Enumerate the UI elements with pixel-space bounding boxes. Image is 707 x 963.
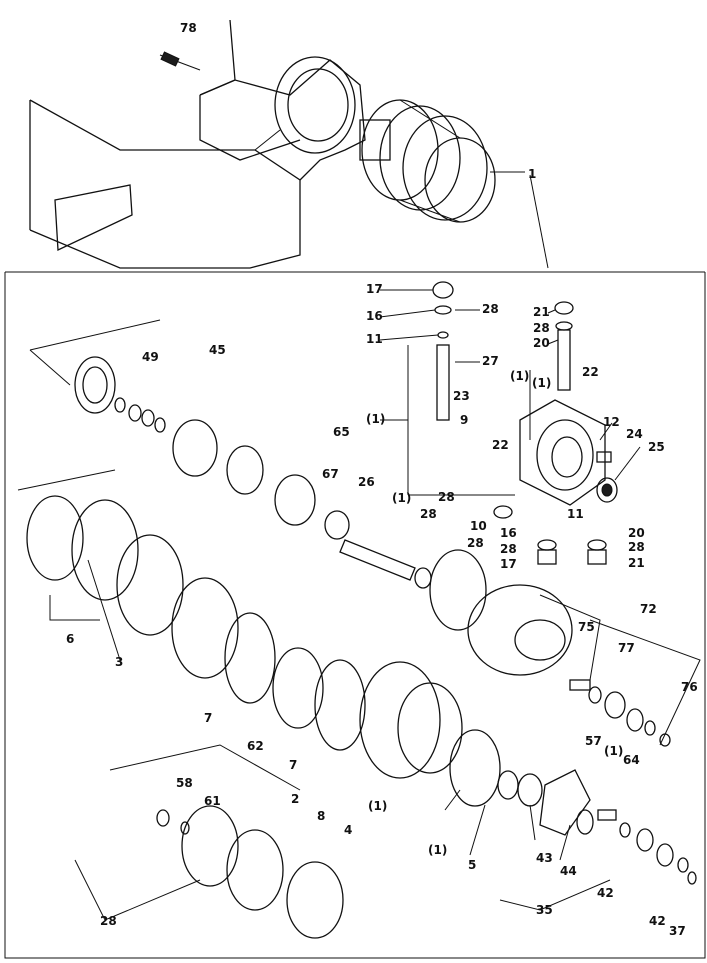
callout-57: 57 — [585, 734, 602, 748]
leader-lines — [17, 289, 701, 921]
valve-block — [519, 399, 618, 506]
travel-motor-assembly — [359, 99, 525, 223]
callout-42: 42 — [597, 886, 614, 900]
callout-26: 26 — [358, 475, 375, 489]
callout-8: 8 — [317, 809, 325, 823]
callout-3: 3 — [115, 655, 123, 669]
callout-67: 67 — [322, 467, 339, 481]
callout-28: 28 — [533, 321, 550, 335]
callout-7: 7 — [204, 711, 212, 725]
callout-6: 6 — [66, 632, 74, 646]
plug-assembly — [493, 505, 607, 565]
callout-27: 27 — [482, 354, 499, 368]
callout-28: 28 — [420, 507, 437, 521]
callout-1-paren: (1) — [366, 412, 385, 426]
callout-24: 24 — [626, 427, 643, 441]
callout-2: 2 — [291, 792, 299, 806]
callout-44: 44 — [560, 864, 577, 878]
callout-20: 20 — [628, 526, 645, 540]
callout-65: 65 — [333, 425, 350, 439]
callout-62: 62 — [247, 739, 264, 753]
callout-28: 28 — [628, 540, 645, 554]
callout-37: 37 — [669, 924, 686, 938]
callout-42: 42 — [649, 914, 666, 928]
callout-21: 21 — [628, 556, 645, 570]
callout-12: 12 — [603, 415, 620, 429]
callout-9: 9 — [460, 413, 468, 427]
callout-21: 21 — [533, 305, 550, 319]
seal-rings — [26, 495, 366, 751]
callout-17: 17 — [500, 557, 517, 571]
callout-43: 43 — [536, 851, 553, 865]
callout-1-paren: (1) — [532, 376, 551, 390]
rotary-group — [74, 356, 350, 540]
callout-1-paren: (1) — [368, 799, 387, 813]
callout-58: 58 — [176, 776, 193, 790]
output-shaft — [339, 539, 487, 631]
callout-20: 20 — [533, 336, 550, 350]
callout-1-paren: (1) — [428, 843, 447, 857]
callout-16: 16 — [366, 309, 383, 323]
callout-16: 16 — [500, 526, 517, 540]
callout-77: 77 — [618, 641, 635, 655]
callout-labels: 78 1 17 28 16 11 27 21 28 20 (1) (1) 22 … — [66, 21, 698, 938]
planetary-carrier — [517, 769, 697, 885]
callout-7: 7 — [289, 758, 297, 772]
callout-78: 78 — [180, 21, 197, 35]
callout-1-paren: (1) — [392, 491, 411, 505]
callout-1-paren: (1) — [604, 744, 623, 758]
callout-10: 10 — [470, 519, 487, 533]
callout-28: 28 — [500, 542, 517, 556]
callout-11: 11 — [366, 332, 383, 346]
callout-28: 28 — [438, 490, 455, 504]
callout-1-paren: (1) — [510, 369, 529, 383]
exploded-view-frame — [4, 174, 706, 959]
callout-49: 49 — [142, 350, 159, 364]
callout-23: 23 — [453, 389, 470, 403]
callout-11: 11 — [567, 507, 584, 521]
callout-64: 64 — [623, 753, 640, 767]
callout-22: 22 — [582, 365, 599, 379]
callout-1-top: 1 — [528, 167, 536, 181]
callout-4: 4 — [344, 823, 352, 837]
callout-28: 28 — [467, 536, 484, 550]
callout-61: 61 — [204, 794, 221, 808]
callout-17: 17 — [366, 282, 383, 296]
relief-valve-stack — [407, 281, 574, 496]
callout-45: 45 — [209, 343, 226, 357]
callout-5: 5 — [468, 858, 476, 872]
callout-72: 72 — [640, 602, 657, 616]
callout-75: 75 — [578, 620, 595, 634]
machine-frame-overview — [29, 19, 366, 269]
callout-28: 28 — [482, 302, 499, 316]
housing-and-hub — [359, 584, 573, 807]
callout-25: 25 — [648, 440, 665, 454]
cover-group-bottom — [156, 805, 344, 939]
callout-22: 22 — [492, 438, 509, 452]
